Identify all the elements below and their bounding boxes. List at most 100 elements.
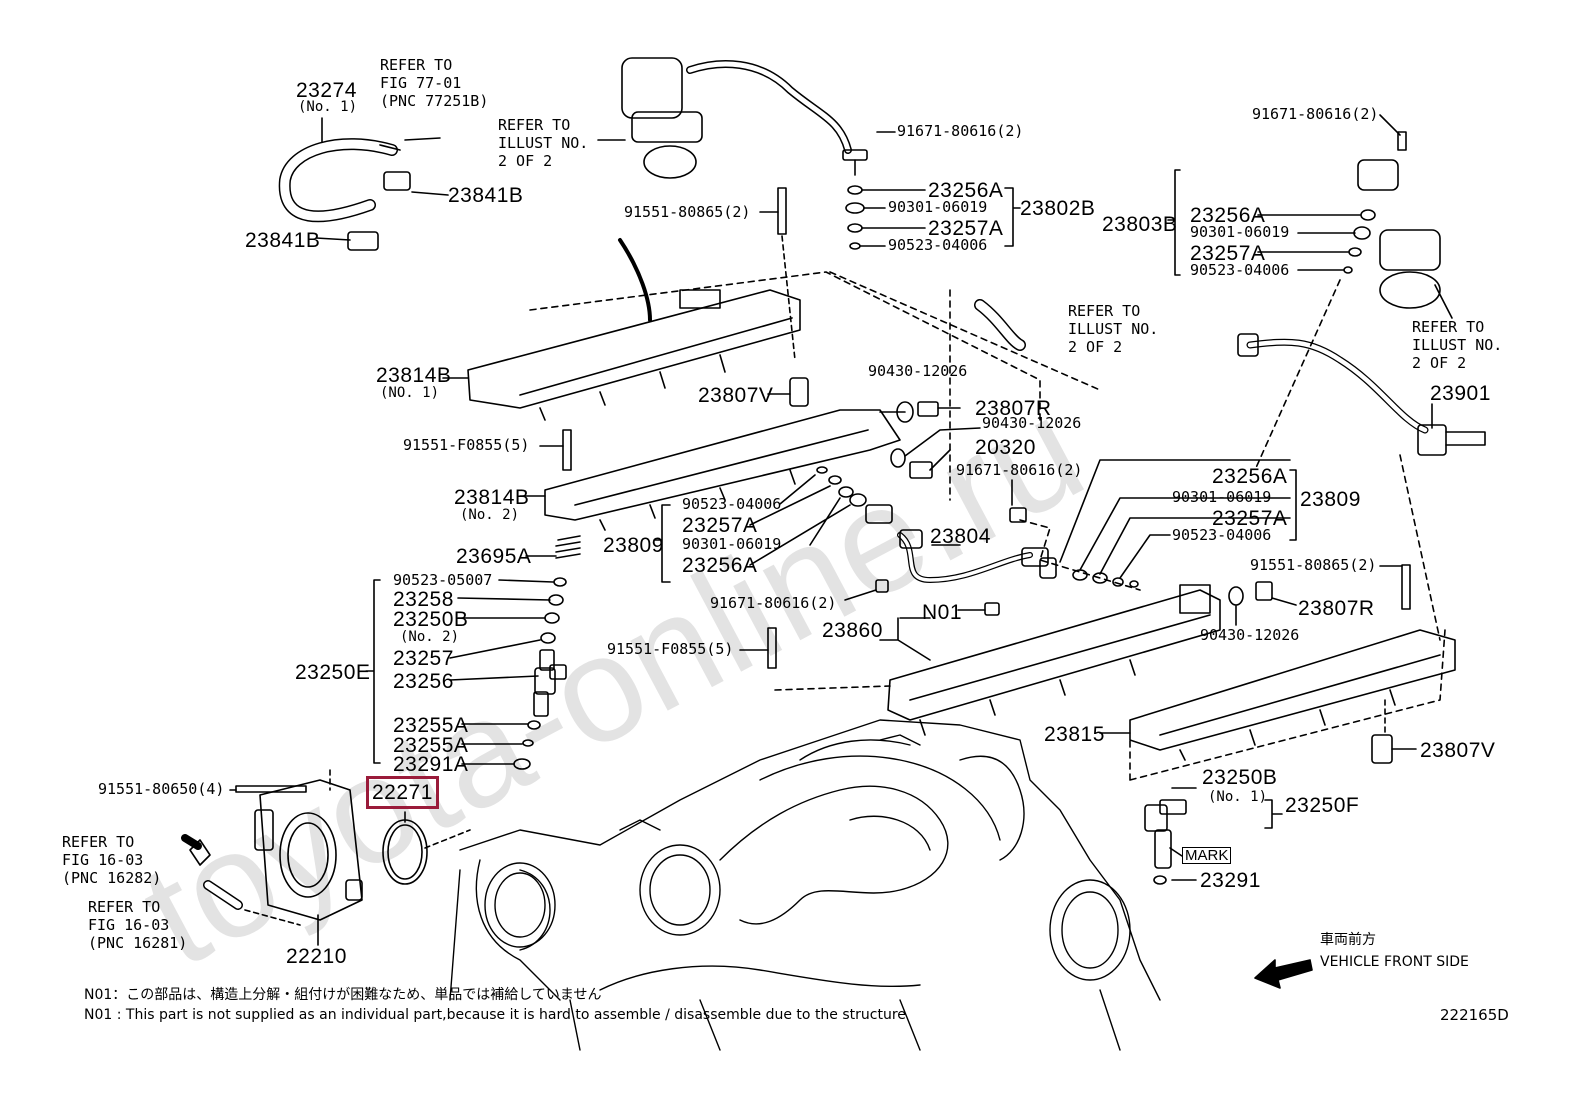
label-90301-06019-right[interactable]: 90301-06019 <box>1190 223 1290 241</box>
label-91551-80865-right[interactable]: 91551-80865(2) <box>1250 556 1377 574</box>
label-23291A[interactable]: 23291A <box>393 753 469 776</box>
label-91551-80865-top[interactable]: 91551-80865(2) <box>624 203 751 221</box>
label-23256A-right[interactable]: 23256A <box>1190 204 1266 227</box>
bolt-91551-F0855 <box>562 429 572 471</box>
ref-illust-middle[interactable]: REFER TO ILLUST NO. 2 OF 2 <box>1068 302 1159 356</box>
label-90301-06019-left[interactable]: 90301-06019 <box>682 535 782 553</box>
label-22210[interactable]: 22210 <box>286 945 347 968</box>
label-23256A-left[interactable]: 23256A <box>682 554 758 577</box>
label-23695A[interactable]: 23695A <box>456 545 532 568</box>
front-side-jp: 車両前方 <box>1320 932 1376 948</box>
label-90523-05007[interactable]: 90523-05007 <box>393 571 493 589</box>
label-91551-80650[interactable]: 91551-80650(4) <box>98 780 225 798</box>
injector-23250F <box>1144 799 1187 885</box>
label-23255A-a[interactable]: 23255A <box>393 714 469 737</box>
injector-23250E <box>513 577 567 770</box>
label-90430-12026-middle[interactable]: 90430-12026 <box>982 414 1082 432</box>
damper-23807V-top <box>789 377 809 407</box>
label-23807R-right[interactable]: 23807R <box>1298 597 1375 620</box>
label-23250F[interactable]: 23250F <box>1285 794 1360 817</box>
label-23257A-top[interactable]: 23257A <box>928 217 1004 240</box>
fuel-pump-top <box>621 57 852 179</box>
label-90523-04006-left[interactable]: 90523-04006 <box>682 495 782 513</box>
label-90523-04006-right-lower[interactable]: 90523-04006 <box>1172 526 1272 544</box>
gasket-22271 <box>382 819 428 885</box>
sensor-20320 <box>909 461 933 479</box>
label-22271-highlighted[interactable]: 22271 <box>366 776 439 809</box>
label-23814B-no1[interactable]: 23814B <box>376 364 452 387</box>
label-23256A-right-lower[interactable]: 23256A <box>1212 465 1288 488</box>
label-91671-80616-right[interactable]: 91671-80616(2) <box>1252 105 1379 123</box>
label-23807V-right[interactable]: 23807V <box>1420 739 1496 762</box>
label-23250E[interactable]: 23250E <box>295 661 371 684</box>
front-arrow <box>1254 959 1313 989</box>
label-91551-F0855-top[interactable]: 91551-F0855(5) <box>403 436 530 454</box>
label-23255A-b[interactable]: 23255A <box>393 734 469 757</box>
label-23841B-upper[interactable]: 23841B <box>448 184 524 207</box>
fuel-rail-23814B-no1 <box>467 289 801 421</box>
mark-box: MARK <box>1182 847 1232 864</box>
clamp-23841B-upper <box>383 171 411 191</box>
label-23803B[interactable]: 23803B <box>1102 213 1178 236</box>
label-23250B-no1-sub: (No. 1) <box>1208 789 1268 805</box>
label-23250B-no2[interactable]: 23250B <box>393 608 469 631</box>
label-23815[interactable]: 23815 <box>1044 723 1105 746</box>
label-23804[interactable]: 23804 <box>930 525 991 548</box>
label-23258[interactable]: 23258 <box>393 588 454 611</box>
note-n01-en: N01 : This part is not supplied as an in… <box>84 1007 906 1023</box>
label-23814B-no2-sub: (No. 2) <box>460 507 520 523</box>
throttle-body-22210 <box>254 779 363 921</box>
label-91551-F0855-lower[interactable]: 91551-F0855(5) <box>607 640 734 658</box>
label-23291[interactable]: 23291 <box>1200 869 1261 892</box>
label-23257[interactable]: 23257 <box>393 647 454 670</box>
label-23256[interactable]: 23256 <box>393 670 454 693</box>
label-23257A-right[interactable]: 23257A <box>1190 242 1266 265</box>
front-side-en: VEHICLE FRONT SIDE <box>1320 954 1469 970</box>
label-23901[interactable]: 23901 <box>1430 382 1491 405</box>
label-23814B-no2[interactable]: 23814B <box>454 486 530 509</box>
label-91671-80616-top[interactable]: 91671-80616(2) <box>897 122 1024 140</box>
label-90430-12026-top[interactable]: 90430-12026 <box>868 362 968 380</box>
fuel-rail-23860 <box>887 584 1221 736</box>
note-n01-jp: N01：この部品は、構造上分解・組付けが困難なため、単品では補給していません <box>84 987 602 1003</box>
bolt-91551-F0855-b <box>767 627 777 669</box>
ref-fig-77-01[interactable]: REFER TO FIG 77-01 (PNC 77251B) <box>380 56 489 110</box>
label-90430-12026-right[interactable]: 90430-12026 <box>1200 626 1300 644</box>
fuel-rail-23815 <box>1129 629 1456 761</box>
label-23256A-top[interactable]: 23256A <box>928 179 1004 202</box>
label-90523-04006-top[interactable]: 90523-04006 <box>888 236 988 254</box>
label-23250B-no1[interactable]: 23250B <box>1202 766 1278 789</box>
label-23250B-no2-sub: (No. 2) <box>400 629 460 645</box>
spring-23695A <box>555 535 581 559</box>
fuel-pump-right <box>1357 131 1441 309</box>
label-23274-sub: (No. 1) <box>298 99 358 115</box>
damper-23807V-bottom <box>1371 734 1393 764</box>
ref-fig-16-03-a[interactable]: REFER TO FIG 16-03 (PNC 16282) <box>62 833 162 887</box>
label-23257A-left[interactable]: 23257A <box>682 514 758 537</box>
label-91671-80616-lower[interactable]: 91671-80616(2) <box>710 594 837 612</box>
label-23809-left[interactable]: 23809 <box>603 534 664 557</box>
label-23809-right[interactable]: 23809 <box>1300 488 1361 511</box>
ref-illust-top[interactable]: REFER TO ILLUST NO. 2 OF 2 <box>498 116 589 170</box>
label-23257A-right-lower[interactable]: 23257A <box>1212 507 1288 530</box>
label-23802B[interactable]: 23802B <box>1020 197 1096 220</box>
label-23274[interactable]: 23274 <box>296 79 357 102</box>
intake-manifold <box>449 719 1161 1051</box>
label-91671-80616-middle[interactable]: 91671-80616(2) <box>956 461 1083 479</box>
label-23814B-no1-sub: (NO. 1) <box>380 385 440 401</box>
label-90523-04006-right[interactable]: 90523-04006 <box>1190 261 1290 279</box>
ref-fig-16-03-b[interactable]: REFER TO FIG 16-03 (PNC 16281) <box>88 898 188 952</box>
label-23807V-top[interactable]: 23807V <box>698 384 774 407</box>
pipe-23901 <box>1246 338 1429 434</box>
label-90301-06019-right-lower[interactable]: 90301-06019 <box>1172 488 1272 506</box>
diagram-code: 222165D <box>1440 1006 1509 1024</box>
label-23860[interactable]: 23860 <box>822 619 883 642</box>
ref-illust-right[interactable]: REFER TO ILLUST NO. 2 OF 2 <box>1412 318 1503 372</box>
label-23807R-top[interactable]: 23807R <box>975 397 1052 420</box>
label-N01[interactable]: N01 <box>922 601 963 624</box>
label-23841B-lower[interactable]: 23841B <box>245 229 321 252</box>
label-90301-06019-top[interactable]: 90301-06019 <box>888 198 988 216</box>
label-20320[interactable]: 20320 <box>975 436 1036 459</box>
